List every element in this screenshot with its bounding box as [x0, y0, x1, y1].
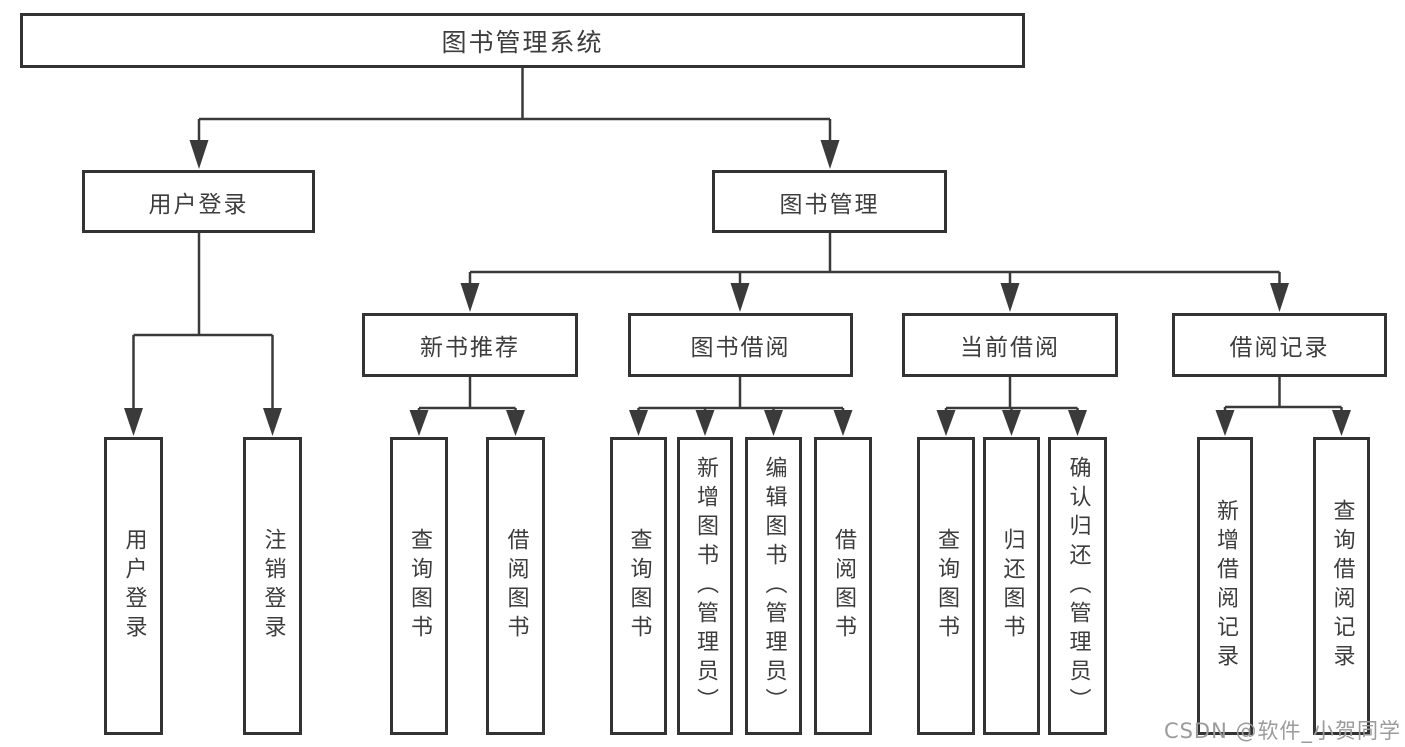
node-query-books-borrow: 查询图书: [610, 437, 667, 735]
node-logout-leaf: 注销登录: [243, 437, 302, 735]
arrow-down-icon: [189, 140, 209, 169]
arrow-down-icon: [409, 410, 429, 436]
node-borrow-books-recommend: 借阅图书: [486, 437, 545, 735]
arrow-down-icon: [820, 140, 840, 169]
arrow-down-icon: [1000, 283, 1020, 312]
arrow-down-icon: [1068, 410, 1087, 436]
node-library-management-system: 图书管理系统: [20, 13, 1025, 68]
arrow-down-icon: [1002, 410, 1021, 436]
node-user-login-leaf: 用户登录: [104, 437, 163, 735]
arrow-down-icon: [1215, 410, 1235, 436]
node-user-login: 用户登录: [82, 170, 315, 233]
node-new-book-recommend: 新书推荐: [362, 313, 578, 377]
arrow-down-icon: [936, 410, 956, 436]
node-add-borrow-record: 新增借阅记录: [1197, 437, 1253, 735]
node-confirm-return-admin: 确认归还（管理员）: [1048, 437, 1107, 735]
arrow-down-icon: [263, 408, 282, 436]
arrow-down-icon: [1270, 283, 1289, 312]
arrow-down-icon: [506, 410, 525, 436]
arrow-down-icon: [1332, 410, 1351, 436]
node-return-books: 归还图书: [983, 437, 1040, 735]
arrow-down-icon: [124, 408, 143, 436]
node-add-books-admin: 新增图书（管理员）: [677, 437, 733, 735]
node-book-borrow: 图书借阅: [628, 313, 853, 377]
node-borrow-records: 借阅记录: [1172, 313, 1387, 377]
node-query-books-recommend: 查询图书: [390, 437, 448, 735]
arrow-down-icon: [629, 410, 648, 436]
node-query-borrow-record: 查询借阅记录: [1313, 437, 1370, 735]
node-query-books-current: 查询图书: [917, 437, 975, 735]
arrow-down-icon: [833, 410, 853, 436]
csdn-watermark: CSDN @软件_小贺同学: [1163, 719, 1401, 743]
arrow-down-icon: [730, 283, 750, 312]
arrow-down-icon: [460, 283, 480, 312]
node-edit-books-admin: 编辑图书（管理员）: [745, 437, 802, 735]
arrow-down-icon: [695, 410, 715, 436]
node-current-borrow: 当前借阅: [902, 313, 1118, 377]
node-book-management: 图书管理: [712, 170, 947, 233]
arrow-down-icon: [764, 410, 783, 436]
node-borrow-books: 借阅图书: [814, 437, 872, 735]
